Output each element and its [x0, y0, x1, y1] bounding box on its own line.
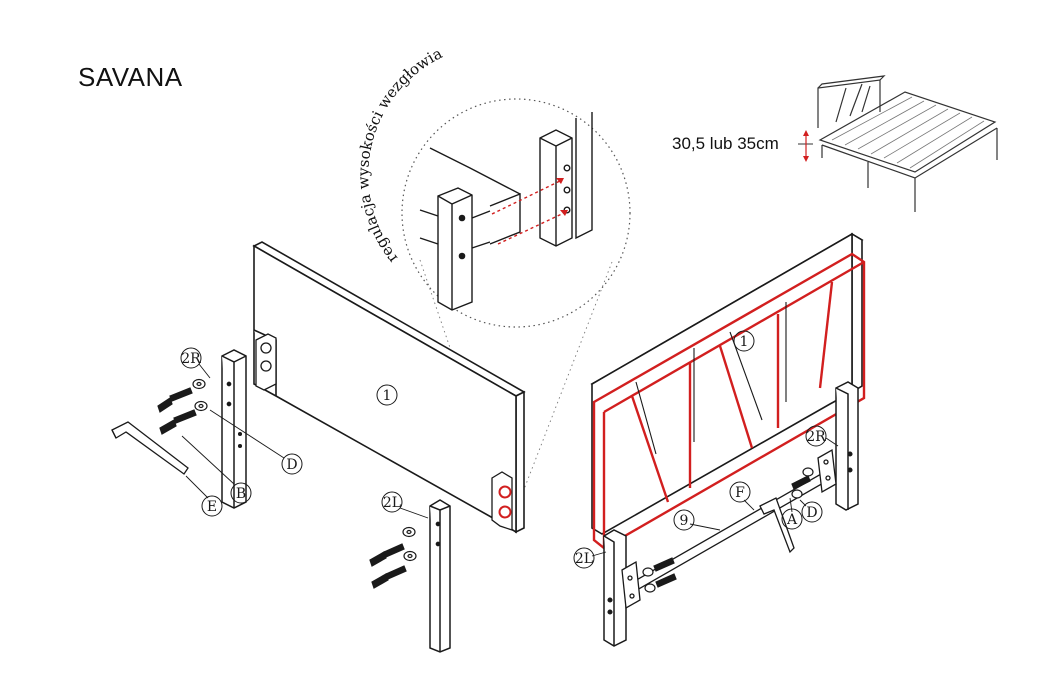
- callout-leg-right-left: 2R: [180, 347, 202, 369]
- svg-text:1: 1: [383, 388, 392, 404]
- product-title: SAVANA: [78, 62, 183, 92]
- height-arrow: [798, 130, 813, 162]
- headboard-back-bracket-right: [491, 471, 513, 531]
- svg-text:A: A: [786, 512, 798, 528]
- callout-washer-right: D: [801, 501, 823, 523]
- svg-text:9: 9: [680, 513, 689, 529]
- leg-right-left-assembly: [221, 349, 247, 509]
- svg-text:D: D: [806, 505, 817, 521]
- callout-headboard-right: 1: [733, 330, 755, 352]
- headboard-front: [590, 232, 864, 535]
- highlight-holes: [498, 485, 512, 519]
- callout-headboard-left: 1: [376, 384, 398, 406]
- callout-leg-left-left: 2L: [381, 491, 403, 513]
- callout-nut: A: [781, 508, 803, 530]
- callout-leg-right-right: 2R: [805, 425, 827, 447]
- svg-text:B: B: [236, 486, 246, 502]
- headboard-front-lines: [635, 302, 787, 455]
- headboard-front-highlight: [592, 252, 866, 550]
- callout-rail: 9: [673, 509, 695, 531]
- right-hardware: [642, 467, 814, 593]
- svg-text:D: D: [286, 457, 297, 473]
- leg-right-right-assembly: [835, 381, 859, 511]
- headboard-back-bracket: [255, 333, 277, 391]
- headboard-back: [252, 241, 526, 534]
- detail-arrowheads: [556, 178, 568, 216]
- svg-text:2L: 2L: [383, 495, 401, 511]
- callout-leg-left-right: 2L: [573, 547, 595, 569]
- svg-text:regulacja wysokości wezgłowia: regulacja wysokości wezgłowia: [354, 44, 445, 266]
- leg-left-right-assembly: [603, 529, 627, 647]
- detail-contents: [419, 112, 593, 311]
- detail-arrows: [491, 179, 567, 245]
- callout-hexkey-left: E: [201, 495, 223, 517]
- left-leaders: [181, 363, 429, 519]
- svg-text:2R: 2R: [806, 429, 826, 445]
- height-note: 30,5 lub 35cm: [672, 134, 779, 153]
- svg-text:2L: 2L: [575, 551, 593, 567]
- svg-text:F: F: [735, 485, 745, 501]
- hex-key-left: [111, 421, 189, 475]
- bed-thumbnail: [817, 75, 998, 212]
- leg-left-left-assembly: [429, 499, 451, 653]
- svg-text:1: 1: [740, 334, 749, 350]
- side-rail: [621, 448, 837, 610]
- callout-bolt-left: B: [230, 482, 252, 504]
- part-labels: 1 1 2R 2L 2R 2L: [180, 330, 827, 569]
- svg-text:2R: 2R: [181, 351, 201, 367]
- left-hardware: [157, 378, 417, 589]
- svg-text:E: E: [207, 499, 217, 515]
- callout-washer-left: D: [281, 453, 303, 475]
- callout-rail-bracket: F: [729, 481, 751, 503]
- height-adjust-label: regulacja wysokości wezgłowia: [354, 44, 445, 266]
